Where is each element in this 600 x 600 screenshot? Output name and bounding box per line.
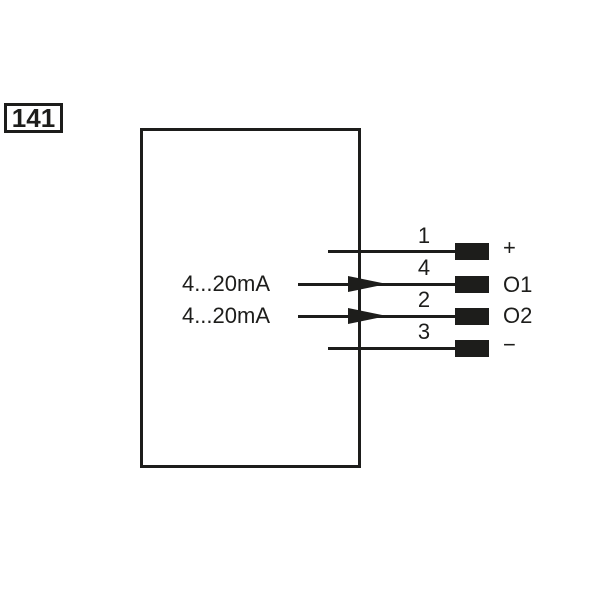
signal-label-output2: 4...20mA bbox=[181, 303, 270, 328]
figure-number-badge: 141 bbox=[4, 103, 63, 133]
device-outline bbox=[140, 128, 361, 468]
terminal-block-o2 bbox=[455, 308, 489, 325]
arrow-right-icon bbox=[348, 308, 387, 324]
pin-number-4: 4 bbox=[417, 255, 431, 280]
terminal-block-o1 bbox=[455, 276, 489, 293]
arrow-right-icon bbox=[348, 276, 387, 292]
wire-pin3 bbox=[328, 347, 455, 350]
terminal-label-o2: O2 bbox=[503, 303, 533, 328]
pin-number-1: 1 bbox=[417, 223, 431, 248]
terminal-label-o1: O1 bbox=[503, 272, 533, 297]
terminal-label-minus: − bbox=[503, 332, 516, 357]
terminal-block-minus bbox=[455, 340, 489, 357]
wire-pin1 bbox=[328, 250, 455, 253]
pin-number-2: 2 bbox=[417, 287, 431, 312]
signal-label-output1: 4...20mA bbox=[181, 271, 270, 296]
terminal-block-plus bbox=[455, 243, 489, 260]
pin-number-3: 3 bbox=[417, 319, 431, 344]
terminal-label-plus: + bbox=[503, 235, 516, 260]
